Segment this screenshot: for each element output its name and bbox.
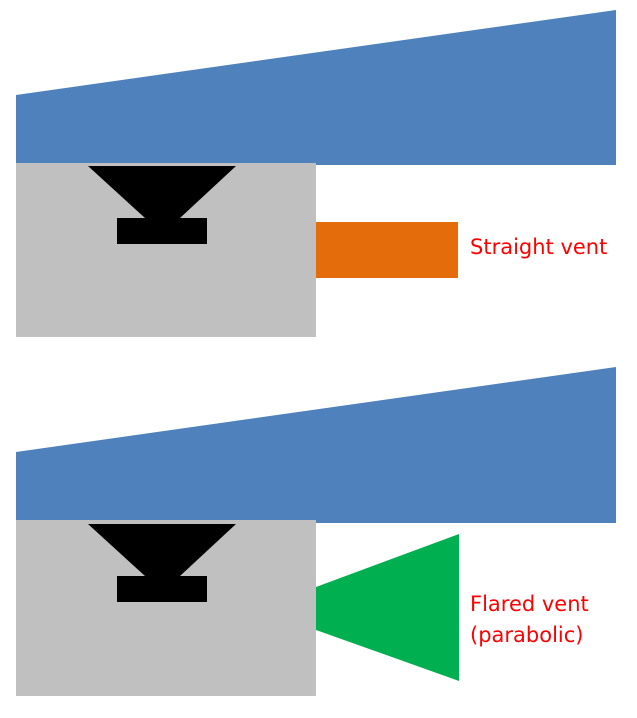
driver-cone-icon [88, 166, 236, 218]
bottom-wedge [16, 367, 616, 523]
straight-vent-panel: Straight vent [16, 10, 616, 337]
flared-vent-label-line-2: (parabolic) [470, 623, 583, 647]
driver-magnet-icon [117, 218, 207, 244]
straight-vent-port [316, 222, 458, 278]
driver-magnet-icon [117, 576, 207, 602]
driver-cone-icon [88, 524, 236, 576]
flared-vent-label-line-1: Flared vent [470, 592, 589, 616]
flared-vent-panel: Flared vent (parabolic) [16, 367, 616, 696]
top-wedge [16, 10, 616, 165]
flared-vent-port [316, 534, 459, 681]
straight-vent-label: Straight vent [470, 235, 607, 259]
